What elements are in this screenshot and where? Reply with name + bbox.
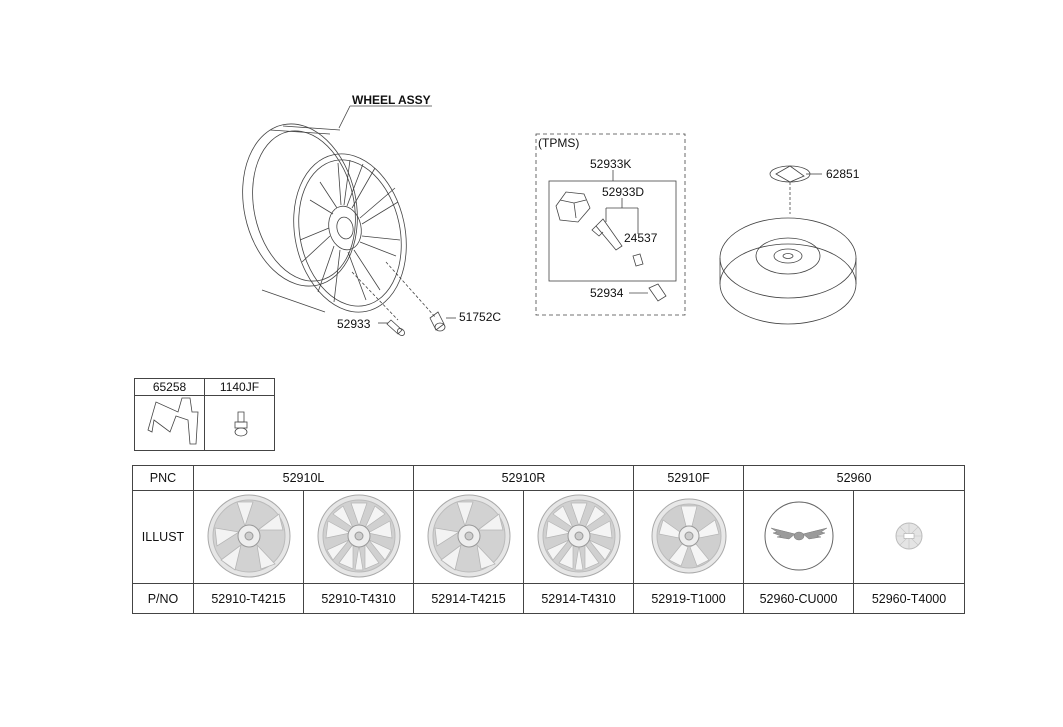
pnc-group-52910l[interactable]: 52910L <box>193 465 414 491</box>
callout-51752c[interactable]: 51752C <box>459 310 502 324</box>
spare-tire-bracket-part <box>769 165 811 214</box>
part-number-cell[interactable]: 52960-T4000 <box>853 583 966 614</box>
lug-nut-part <box>429 311 446 332</box>
part-number-cell[interactable]: 52914-T4215 <box>413 583 524 614</box>
wheel-assy-title: WHEEL ASSY <box>352 93 431 107</box>
tpms-title: (TPMS) <box>538 136 580 150</box>
pnc-group-52910f[interactable]: 52910F <box>633 465 745 491</box>
wheel-multi-spoke-icon <box>537 494 620 577</box>
pnc-group-52960[interactable]: 52960 <box>743 465 966 491</box>
valve-stem-part <box>386 319 405 336</box>
part-number-cell[interactable]: 52910-T4310 <box>303 583 414 614</box>
illust-cell[interactable] <box>853 490 966 584</box>
callout-52933d[interactable]: 52933D <box>602 185 645 199</box>
small-parts-table: 65258 1140JF <box>134 378 275 451</box>
illust-cell[interactable] <box>522 490 635 584</box>
wheel-multi-spoke-icon <box>317 494 400 577</box>
callout-62851[interactable]: 62851 <box>826 167 860 181</box>
callout-52933[interactable]: 52933 <box>337 317 371 331</box>
callout-24537[interactable]: 24537 <box>624 231 658 245</box>
tpms-cap-part <box>648 283 667 302</box>
pnc-group-52910r[interactable]: 52910R <box>412 465 635 491</box>
part-number-cell[interactable]: 52914-T4310 <box>522 583 635 614</box>
row-header-pnc: PNC <box>132 465 194 491</box>
tpms-inner-box <box>548 180 677 282</box>
illust-cell[interactable] <box>303 490 414 584</box>
illust-cell[interactable] <box>633 490 745 584</box>
wheel-5-split-spoke-icon <box>207 494 290 577</box>
row-header-pno: P/NO <box>132 583 194 614</box>
center-cap-wing-emblem-icon <box>764 501 834 570</box>
wheel-10-spoke-icon <box>651 498 727 573</box>
illust-cell[interactable] <box>193 490 304 584</box>
illust-cell[interactable] <box>743 490 855 584</box>
callout-52933k[interactable]: 52933K <box>590 157 632 171</box>
callout-52934[interactable]: 52934 <box>590 286 624 300</box>
row-header-illust: ILLUST <box>132 490 194 584</box>
center-cap-small-icon <box>895 522 923 549</box>
small-table-cell-1140jf <box>204 395 275 451</box>
small-table-header-1140jf[interactable]: 1140JF <box>204 378 275 396</box>
part-number-cell[interactable]: 52960-CU000 <box>743 583 855 614</box>
small-table-cell-65258 <box>134 395 205 451</box>
parts-table: PNC 52910L 52910R 52910F 52960 ILLUST <box>132 465 966 614</box>
spare-tire-drawing <box>719 217 857 325</box>
tpms-group-box <box>535 133 686 316</box>
tpms-valve-part <box>591 218 623 251</box>
wheel-assembly-drawing <box>242 123 407 313</box>
tpms-sensor-part <box>555 191 591 223</box>
small-table-header-65258[interactable]: 65258 <box>134 378 205 396</box>
part-number-cell[interactable]: 52919-T1000 <box>633 583 745 614</box>
wheel-5-split-spoke-icon <box>427 494 510 577</box>
part-number-cell[interactable]: 52910-T4215 <box>193 583 304 614</box>
tpms-nut-part <box>632 253 644 267</box>
wheel-assy-leader <box>338 105 351 129</box>
illust-cell[interactable] <box>413 490 524 584</box>
